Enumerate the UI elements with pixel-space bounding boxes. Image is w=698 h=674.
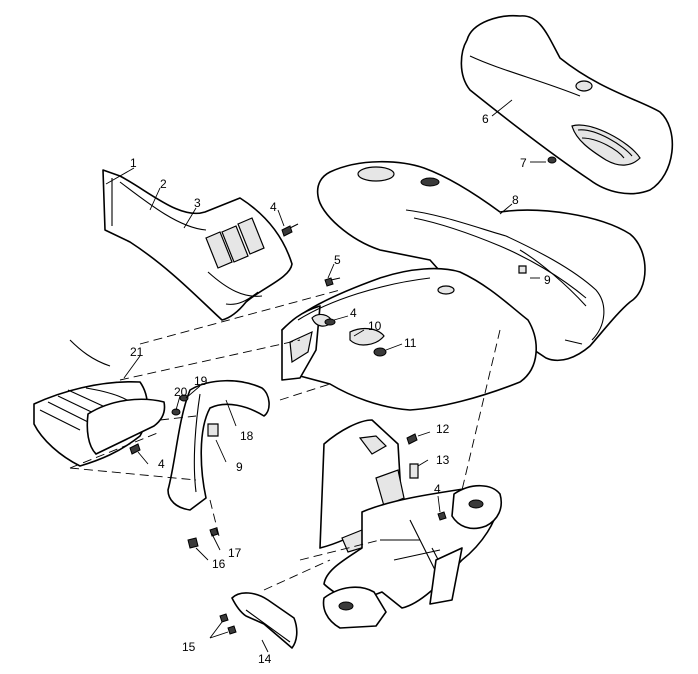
callout-9-fender: 9 [544, 273, 551, 287]
callout-14: 14 [258, 652, 272, 666]
seat [460, 14, 674, 195]
callout-20: 20 [174, 385, 188, 399]
rear-fender [281, 267, 537, 411]
callout-13: 13 [436, 453, 450, 467]
callout-4-top: 4 [270, 200, 277, 214]
callout-5: 5 [334, 253, 341, 267]
fasteners [129, 156, 557, 635]
callout-17: 17 [228, 546, 242, 560]
skid-plate [231, 592, 298, 649]
callout-9-guard: 9 [236, 460, 243, 474]
frame [319, 419, 502, 629]
callout-12: 12 [436, 422, 450, 436]
assembly-lines [69, 289, 501, 591]
side-guard [167, 379, 270, 511]
callouts: 1 2 3 4 4 4 4 5 6 7 8 9 9 10 11 12 13 14… [130, 112, 551, 666]
callout-4-floor: 4 [158, 457, 165, 471]
callout-7: 7 [520, 156, 527, 170]
callout-10: 10 [368, 319, 382, 333]
callout-4-fender: 4 [350, 306, 357, 320]
callout-18: 18 [240, 429, 254, 443]
callout-8: 8 [512, 193, 519, 207]
side-panel [102, 169, 293, 321]
front-fender [316, 160, 646, 362]
callout-6: 6 [482, 112, 489, 126]
callout-19: 19 [194, 374, 208, 388]
callout-16: 16 [212, 557, 226, 571]
callout-2: 2 [160, 177, 167, 191]
callout-3: 3 [194, 196, 201, 210]
leader-lines [105, 99, 546, 653]
callout-1: 1 [130, 156, 137, 170]
callout-4-frame: 4 [434, 482, 441, 496]
callout-15: 15 [182, 640, 196, 654]
callout-11: 11 [404, 336, 417, 350]
floorboard [33, 339, 166, 467]
callout-21: 21 [130, 345, 144, 359]
